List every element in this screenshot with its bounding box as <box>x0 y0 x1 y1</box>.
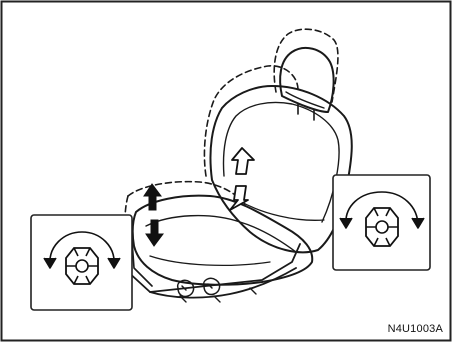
seat-backrest <box>210 86 351 252</box>
left-knob-inset <box>31 215 132 310</box>
right-knob-inset <box>333 175 430 270</box>
up-down-outline-arrow-icon <box>230 148 254 210</box>
seat-cushion <box>133 196 313 285</box>
double-up-down-arrow-icon <box>144 184 163 246</box>
figure-code-label: N4U1003A <box>388 323 443 335</box>
